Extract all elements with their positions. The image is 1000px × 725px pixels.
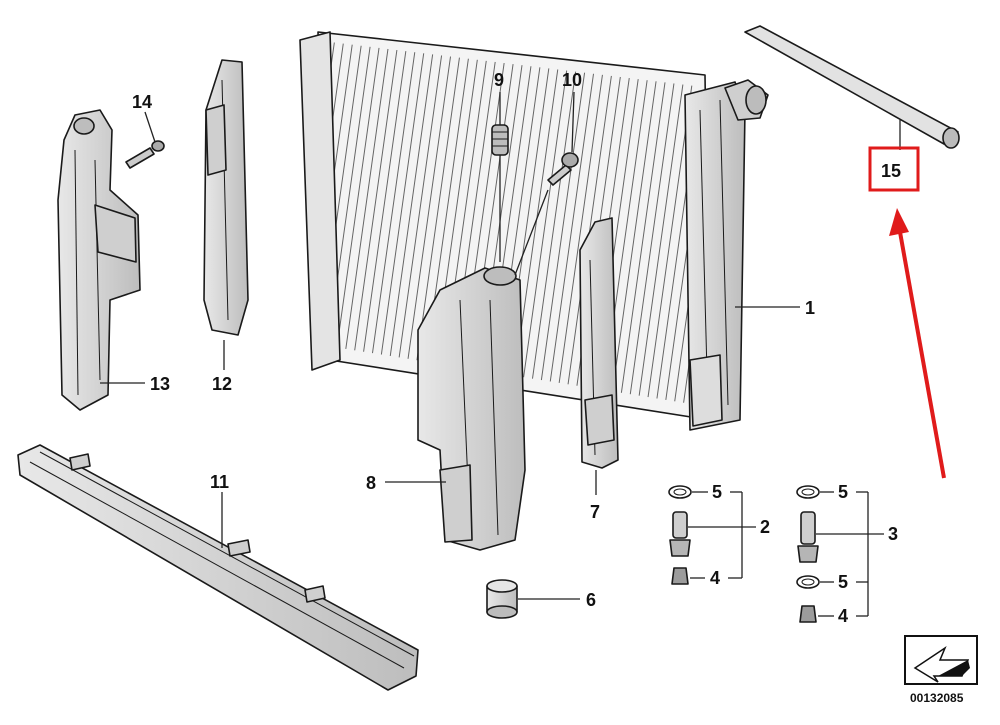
drain-plug-set-3 bbox=[796, 485, 820, 623]
callout-12: 12 bbox=[212, 374, 232, 394]
callout-5c: 5 bbox=[838, 572, 848, 592]
bracket-12 bbox=[203, 59, 249, 336]
callout-2: 2 bbox=[760, 517, 770, 537]
callout-13: 13 bbox=[150, 374, 170, 394]
rubber-mount bbox=[486, 579, 518, 619]
red-arrow bbox=[889, 208, 946, 479]
callout-8: 8 bbox=[366, 473, 376, 493]
drain-plug-set-2 bbox=[668, 485, 692, 585]
callout-15: 15 bbox=[881, 161, 901, 181]
bracket-13 bbox=[57, 109, 141, 411]
diagram-code: 00132085 bbox=[910, 691, 964, 705]
callout-7: 7 bbox=[590, 502, 600, 522]
leader-lines bbox=[100, 91, 901, 617]
foam-strip bbox=[579, 217, 619, 469]
highlight-callout-15: 15 bbox=[868, 146, 920, 192]
lower-duct bbox=[17, 444, 419, 691]
forward-arrow-icon bbox=[904, 635, 978, 685]
callout-1: 1 bbox=[805, 298, 815, 318]
radiator bbox=[299, 31, 769, 431]
callout-4b: 4 bbox=[838, 606, 848, 626]
callout-5a: 5 bbox=[712, 482, 722, 502]
callout-4a: 4 bbox=[710, 568, 720, 588]
callout-3: 3 bbox=[888, 524, 898, 544]
hose bbox=[744, 25, 960, 149]
callout-9: 9 bbox=[494, 70, 504, 90]
callout-6: 6 bbox=[586, 590, 596, 610]
bushing-9 bbox=[491, 124, 509, 156]
callout-11: 11 bbox=[210, 472, 229, 492]
callout-5b: 5 bbox=[838, 482, 848, 502]
callout-14: 14 bbox=[132, 92, 152, 112]
screw-10 bbox=[547, 152, 579, 186]
expansion-tank bbox=[417, 266, 526, 551]
screw-14 bbox=[125, 140, 165, 169]
callout-10: 10 bbox=[562, 70, 582, 90]
